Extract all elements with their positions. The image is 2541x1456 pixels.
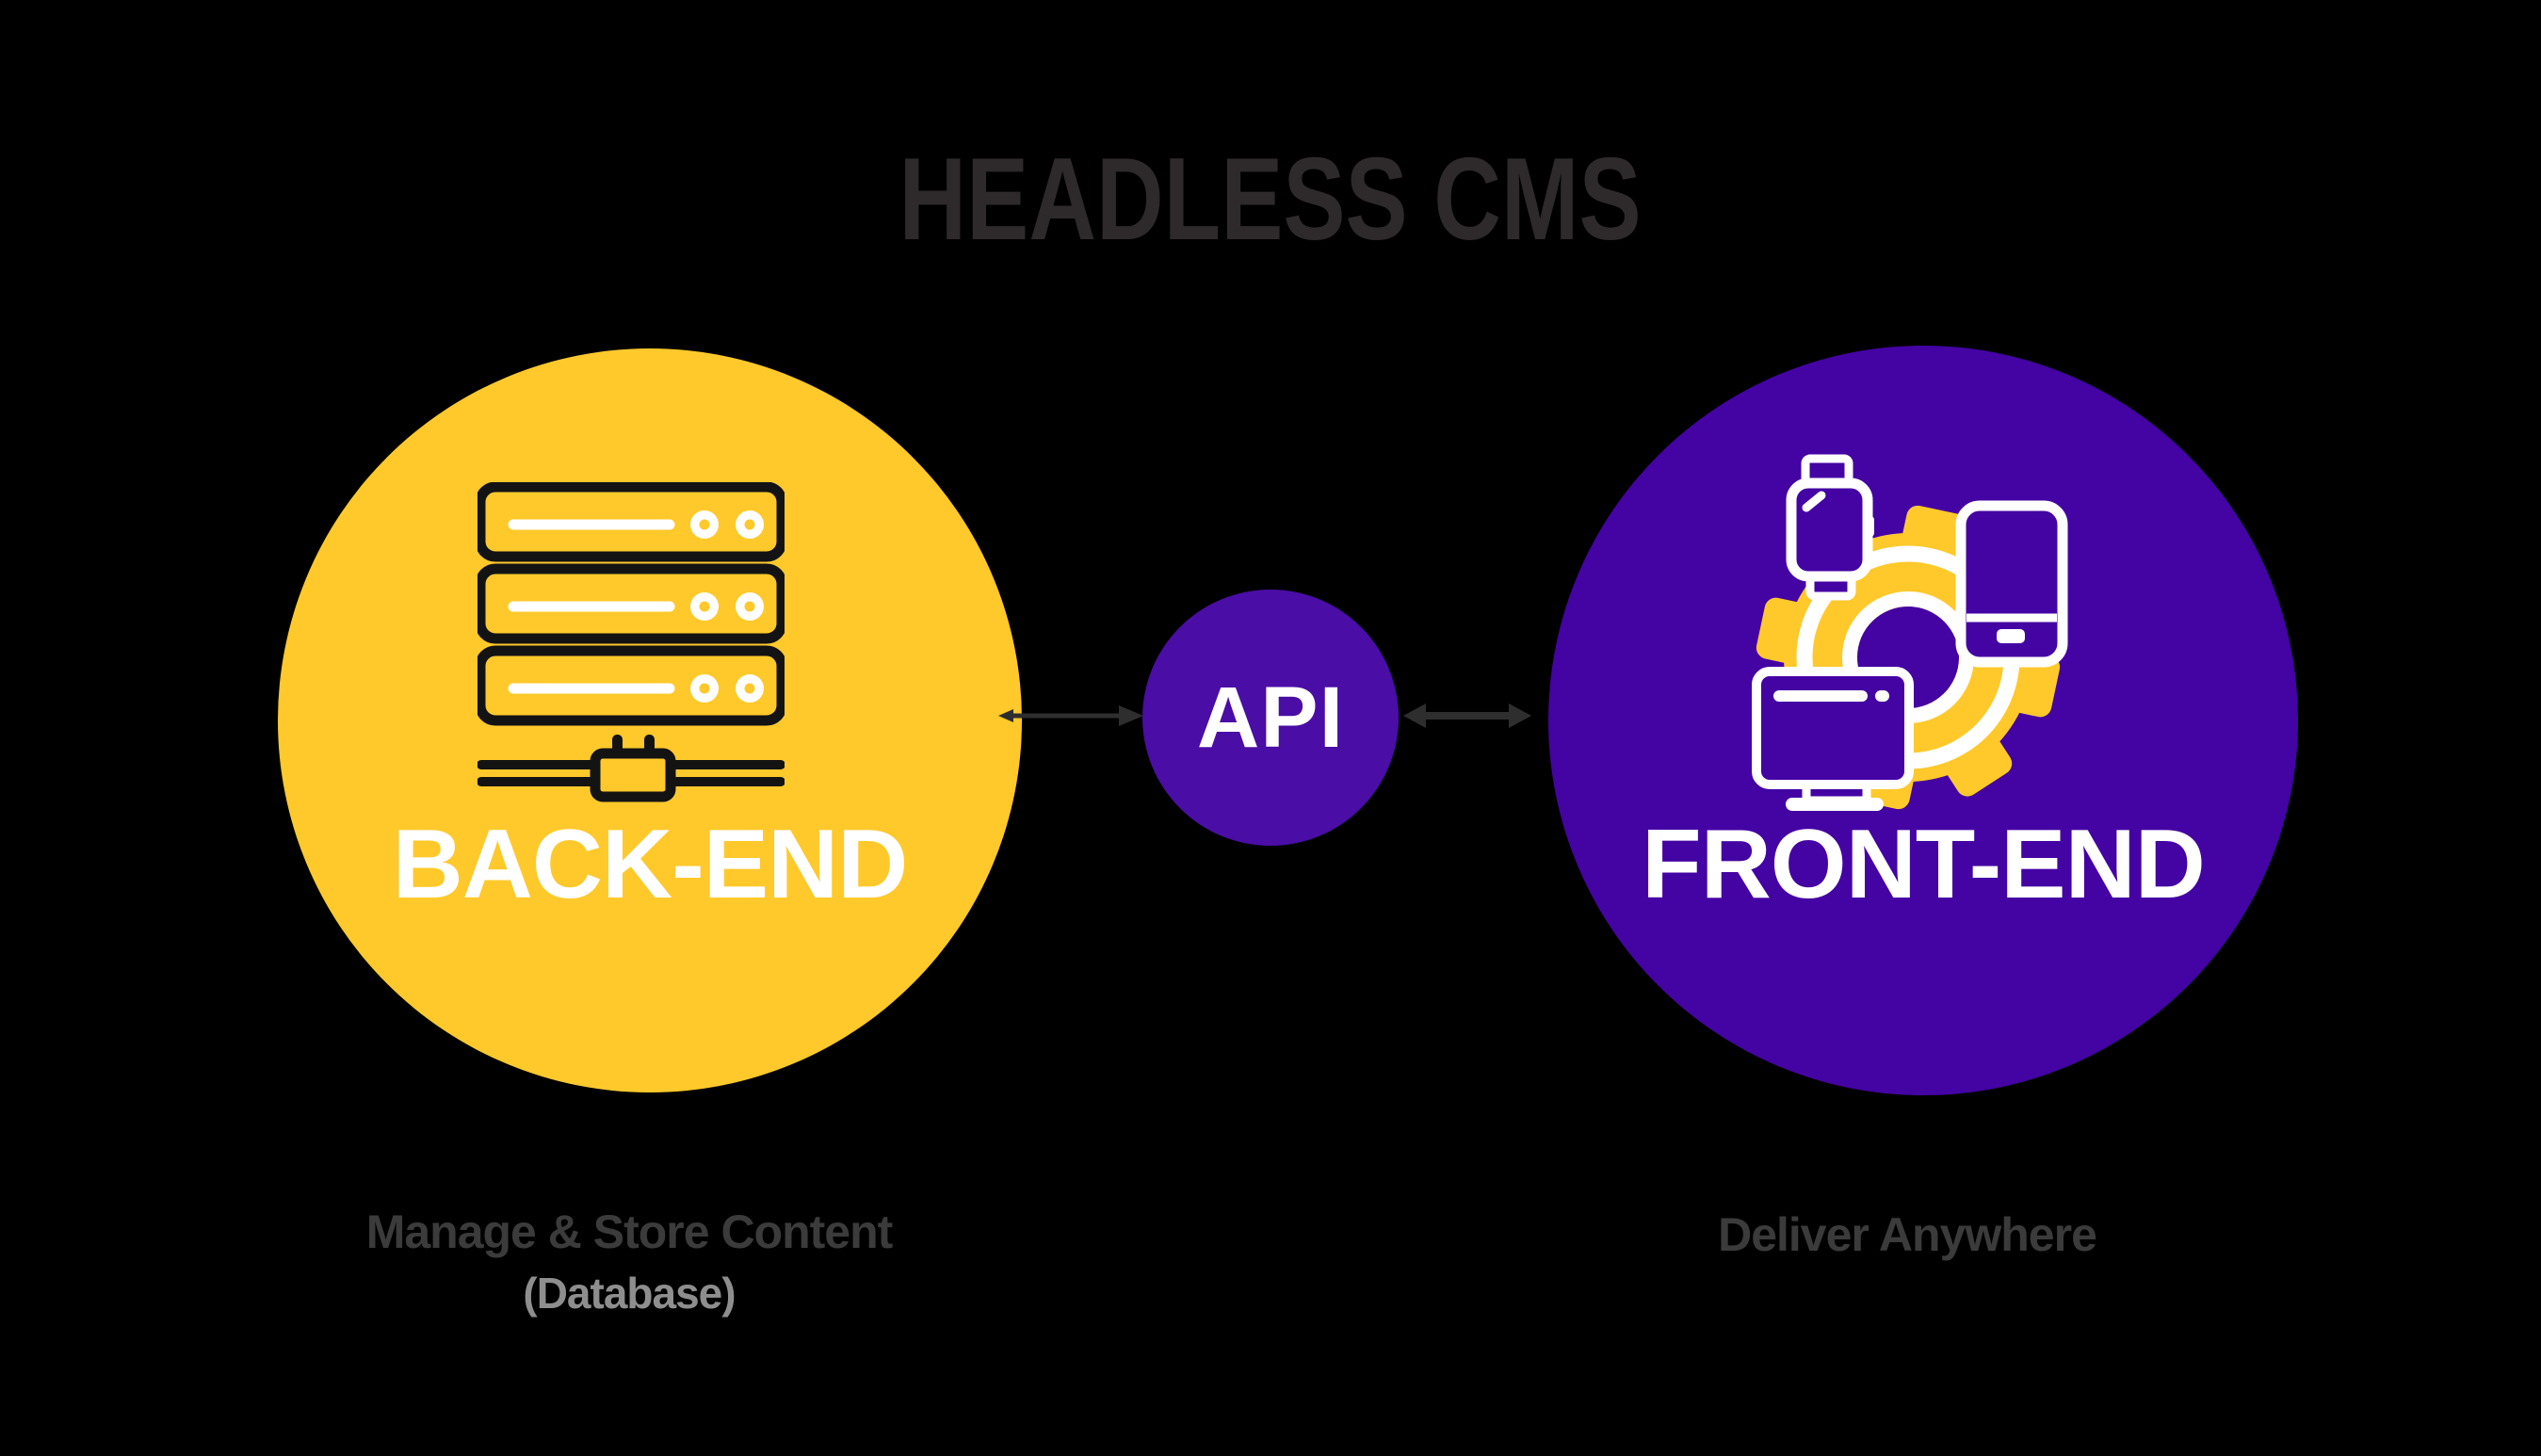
page-title: HEADLESS CMS: [0, 141, 2541, 258]
api-circle: API: [1142, 590, 1399, 846]
frontend-devices-icon: [1752, 454, 2068, 811]
server-stack-icon: [477, 482, 785, 802]
arrow-backend-api-icon: [998, 705, 1143, 726]
network-plug-icon: [477, 735, 785, 802]
smartphone-icon: [1955, 500, 2068, 668]
frontend-circle: FRONT-END: [1548, 346, 2298, 1095]
backend-circle: BACK-END: [278, 348, 1022, 1092]
backend-caption-sub: (Database): [523, 1269, 736, 1318]
page-title-text: HEADLESS CMS: [898, 135, 1643, 265]
backend-label: BACK-END: [392, 810, 909, 919]
arrow-api-frontend-icon: [1403, 704, 1531, 728]
frontend-label: FRONT-END: [1642, 810, 2206, 919]
smartwatch-icon: [1786, 454, 1874, 601]
server-bar: [477, 645, 785, 726]
backend-caption: Manage & Store Content: [365, 1205, 894, 1258]
api-label: API: [1196, 670, 1345, 766]
server-bar: [477, 563, 785, 644]
monitor-icon: [1752, 667, 1914, 811]
frontend-caption: Deliver Anywhere: [1718, 1208, 2097, 1261]
server-bar: [477, 482, 785, 562]
